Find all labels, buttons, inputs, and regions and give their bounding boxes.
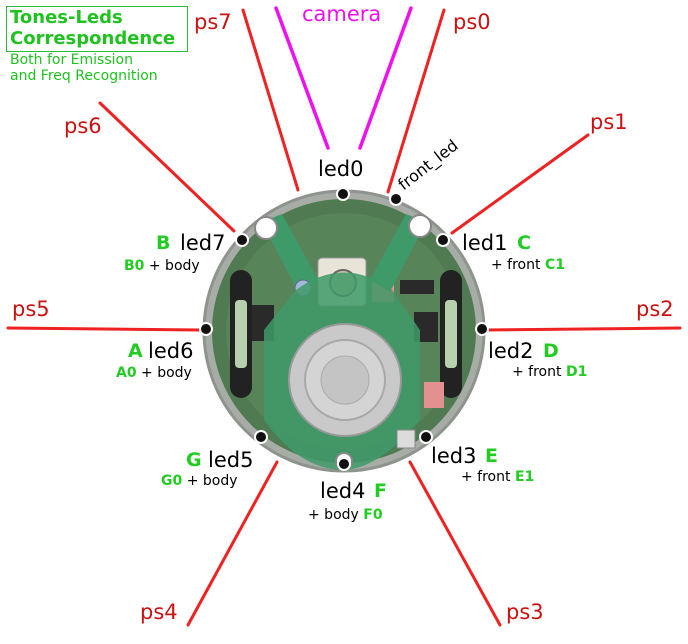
- ps7-line: [241, 8, 300, 192]
- led3-sub-tone: E1: [514, 469, 535, 485]
- led7-sub-prefix: + body: [148, 258, 200, 274]
- ps4-label: ps4: [140, 600, 178, 624]
- front-led-dot: [389, 192, 403, 206]
- led3-sub: + front E1: [461, 469, 534, 485]
- ps1-line: [450, 133, 590, 235]
- ps5-label: ps5: [12, 297, 50, 321]
- chip-2: [400, 280, 434, 294]
- subtitle-line-2: and Freq Recognition: [10, 68, 158, 84]
- led2-tone: D: [543, 340, 559, 362]
- ps0-line: [386, 8, 446, 194]
- ps5-line: [6, 326, 202, 332]
- ps0-label: ps0: [453, 10, 491, 34]
- ps6-label: ps6: [64, 114, 102, 138]
- camera-lines: [274, 6, 413, 150]
- led6-tone: A: [128, 340, 143, 362]
- led4-sub-tone: F0: [363, 507, 383, 523]
- led6-sub-prefix: + body: [141, 365, 192, 381]
- led7-sub-tone: B0: [124, 258, 145, 274]
- led1-label: led1: [462, 231, 508, 255]
- led5-sub: G0 + body: [161, 473, 238, 489]
- led4-label: led4: [320, 479, 366, 503]
- led7-sub: B0 + body: [124, 258, 200, 274]
- led5-tone: G: [186, 449, 202, 471]
- camera-label: camera: [302, 2, 382, 26]
- ps4-line: [186, 460, 279, 627]
- ps2-line: [484, 326, 682, 332]
- led3-dot: [419, 430, 433, 444]
- led2-sub: + front D1: [512, 364, 587, 380]
- led3-tone: E: [485, 445, 498, 467]
- led7-label: led7: [180, 231, 226, 255]
- led1-dot: [436, 233, 450, 247]
- led4-dot: [337, 457, 351, 471]
- led4-tone: F: [374, 480, 387, 502]
- right-mount-hole: [408, 214, 432, 238]
- led6-dot: [199, 322, 213, 336]
- led0-label: led0: [318, 157, 364, 181]
- led1-sub: + front C1: [491, 257, 565, 273]
- led5-sub-prefix: + body: [186, 473, 238, 489]
- left-sensor-window: [235, 300, 247, 368]
- connector-pink-2: [424, 382, 444, 408]
- ps3-label: ps3: [506, 600, 544, 624]
- led4-sub: + body F0: [308, 507, 383, 523]
- subtitle-line-1: Both for Emission: [10, 52, 133, 68]
- ps2-label: ps2: [636, 297, 674, 321]
- led2-sub-tone: D1: [565, 364, 588, 380]
- right-sensor-window: [445, 300, 457, 368]
- ps3-line: [408, 460, 502, 627]
- title-box: [6, 6, 188, 52]
- led2-sub-prefix: + front: [512, 364, 562, 380]
- led6-sub: A0 + body: [116, 365, 192, 381]
- robot-body: [202, 189, 486, 473]
- led6-label: led6: [148, 339, 194, 363]
- left-mount-hole: [254, 216, 278, 240]
- led7-tone: B: [156, 232, 171, 254]
- led4-sub-prefix: + body: [308, 507, 359, 523]
- push-button: [396, 429, 416, 449]
- led1-sub-prefix: + front: [491, 257, 541, 273]
- led1-sub-tone: C1: [544, 257, 565, 273]
- ps1-label: ps1: [590, 110, 628, 134]
- title-line-1: Tones-Leds: [10, 7, 123, 28]
- led3-sub-prefix: + front: [461, 469, 511, 485]
- led-dots: [199, 187, 489, 471]
- led7-dot: [235, 233, 249, 247]
- led1-tone: C: [517, 232, 531, 254]
- led3-label: led3: [431, 444, 477, 468]
- led5-sub-tone: G0: [161, 473, 183, 489]
- led6-sub-tone: A0: [116, 365, 137, 381]
- ps6-line: [98, 101, 236, 233]
- sensor-lines: [6, 8, 682, 627]
- camera-line-right: [358, 6, 413, 150]
- led0-dot: [336, 187, 350, 201]
- led2-label: led2: [488, 339, 534, 363]
- led5-label: led5: [208, 448, 254, 472]
- speaker-center: [320, 355, 370, 405]
- ps7-label: ps7: [194, 10, 232, 34]
- title-line-2: Correspondence: [10, 28, 176, 49]
- led2-dot: [475, 322, 489, 336]
- camera-line-left: [274, 6, 330, 150]
- led5-dot: [254, 430, 268, 444]
